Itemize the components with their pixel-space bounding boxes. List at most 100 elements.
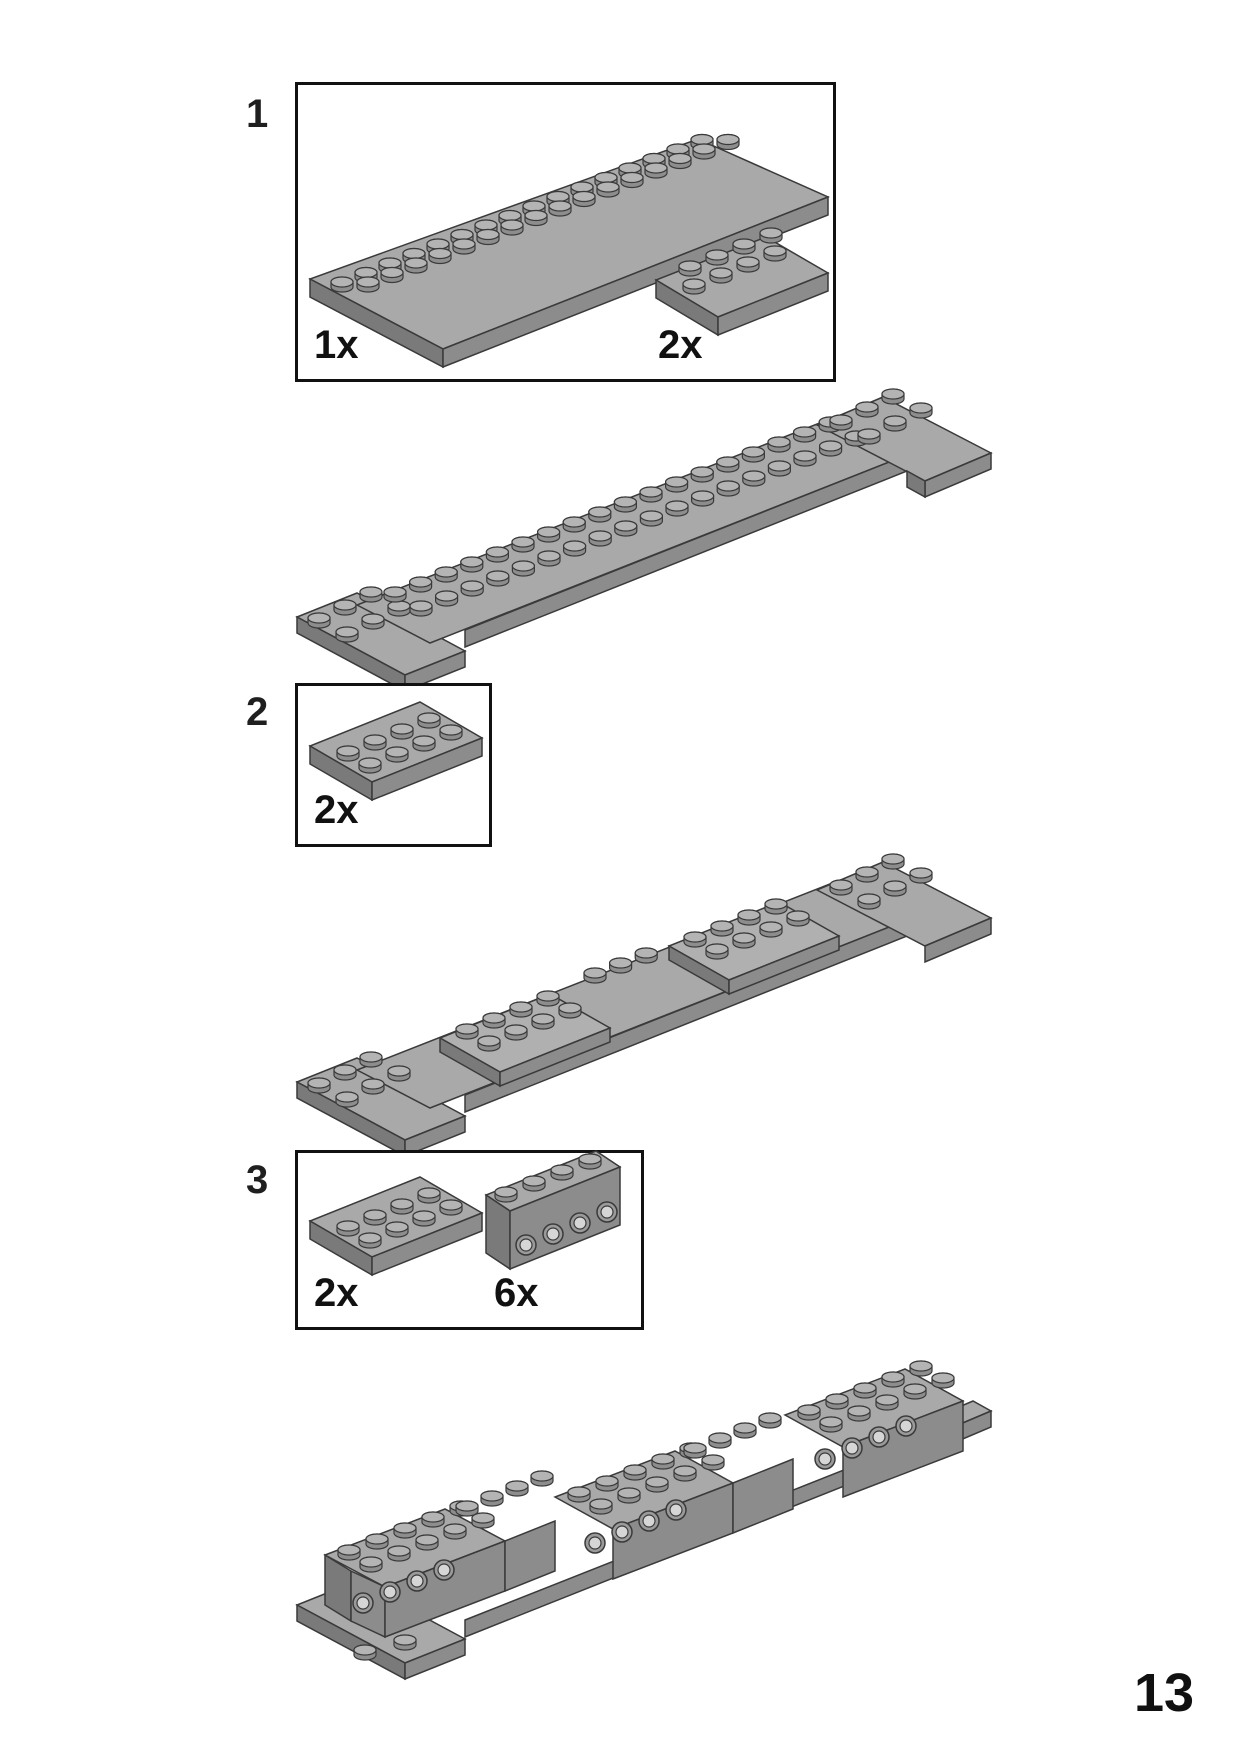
stud (639, 510, 664, 527)
parts-list-box: 2x (295, 683, 492, 847)
stud (883, 880, 907, 897)
stud (857, 428, 881, 445)
stud (307, 612, 331, 629)
stud (664, 476, 689, 493)
stud (678, 260, 702, 277)
stud (536, 990, 560, 1007)
stud (359, 1051, 383, 1068)
hole (638, 1510, 660, 1532)
hole (433, 1559, 455, 1581)
stud (358, 1232, 382, 1249)
stud (709, 267, 733, 284)
hole (569, 1212, 591, 1234)
stud (909, 1360, 933, 1377)
stud (330, 276, 354, 293)
stud (336, 1220, 360, 1237)
stud (797, 1404, 821, 1421)
stud (736, 256, 760, 273)
stud (443, 1523, 467, 1540)
hole (379, 1581, 401, 1603)
stud (358, 757, 382, 774)
stud (665, 500, 689, 517)
page-number: 13 (1134, 1663, 1195, 1723)
stud (359, 1556, 383, 1573)
stud (881, 853, 905, 870)
stud (505, 1480, 529, 1497)
part-quantity: 2x (314, 788, 359, 832)
stud (417, 712, 441, 729)
stud (617, 1487, 641, 1504)
hole (814, 1448, 836, 1470)
stud (716, 456, 740, 473)
stud (477, 1035, 501, 1052)
stud (668, 152, 692, 170)
stud (855, 401, 879, 418)
part-quantity: 2x (658, 323, 703, 367)
stud (759, 227, 783, 244)
stud (409, 576, 433, 593)
stud (383, 586, 407, 603)
stud (701, 1454, 725, 1471)
stud (504, 1024, 528, 1041)
hole (352, 1592, 374, 1614)
plate-2x16-illustration (308, 133, 830, 369)
stud (567, 1486, 591, 1503)
stud (417, 1187, 441, 1204)
stud (361, 613, 385, 630)
plate-2x4-illustration (308, 701, 484, 802)
stud (455, 1500, 479, 1517)
stud (548, 200, 572, 217)
parts-list-box: 2x 6x (295, 1150, 644, 1330)
stud (387, 1545, 411, 1562)
stud (494, 1186, 518, 1203)
stud (412, 735, 436, 752)
stud (365, 1533, 389, 1550)
parts-list-box: 1x 2x (295, 82, 836, 382)
stud (818, 440, 843, 457)
stud (608, 957, 633, 974)
stud (732, 932, 756, 949)
part-quantity: 2x (314, 1271, 359, 1315)
technic-brick-1x4-illustration (484, 1150, 622, 1271)
stud (596, 181, 620, 198)
stud (428, 247, 452, 265)
stud (759, 921, 783, 938)
stud (883, 415, 907, 432)
stud (819, 1416, 843, 1433)
stud (716, 133, 740, 151)
stud (530, 1470, 554, 1487)
stud (480, 1490, 504, 1507)
hole (611, 1521, 633, 1543)
stud (708, 1432, 732, 1449)
stud (634, 947, 658, 964)
hole (868, 1426, 890, 1448)
stud (439, 1199, 463, 1216)
stud (903, 1383, 927, 1400)
stud (531, 1013, 555, 1030)
plate-2x4-illustration (308, 1176, 484, 1277)
stud (356, 276, 380, 293)
stud (764, 898, 788, 915)
stud (742, 470, 766, 487)
stud (522, 1175, 546, 1192)
stud (486, 570, 510, 587)
stud (471, 1512, 495, 1529)
stud (393, 1634, 417, 1651)
stud (363, 1209, 387, 1226)
stud (875, 1394, 899, 1411)
stud (589, 1498, 613, 1515)
stud (390, 1198, 414, 1215)
stud (690, 466, 714, 483)
stud (333, 1064, 357, 1081)
stud (363, 734, 387, 751)
stud (767, 460, 792, 477)
stud (588, 530, 612, 547)
stud (909, 402, 933, 419)
stud (361, 1078, 385, 1095)
stud (639, 486, 663, 503)
hole (406, 1570, 428, 1592)
stud (393, 1522, 417, 1539)
stud (692, 143, 716, 160)
stud (613, 496, 638, 513)
stud (359, 586, 383, 603)
